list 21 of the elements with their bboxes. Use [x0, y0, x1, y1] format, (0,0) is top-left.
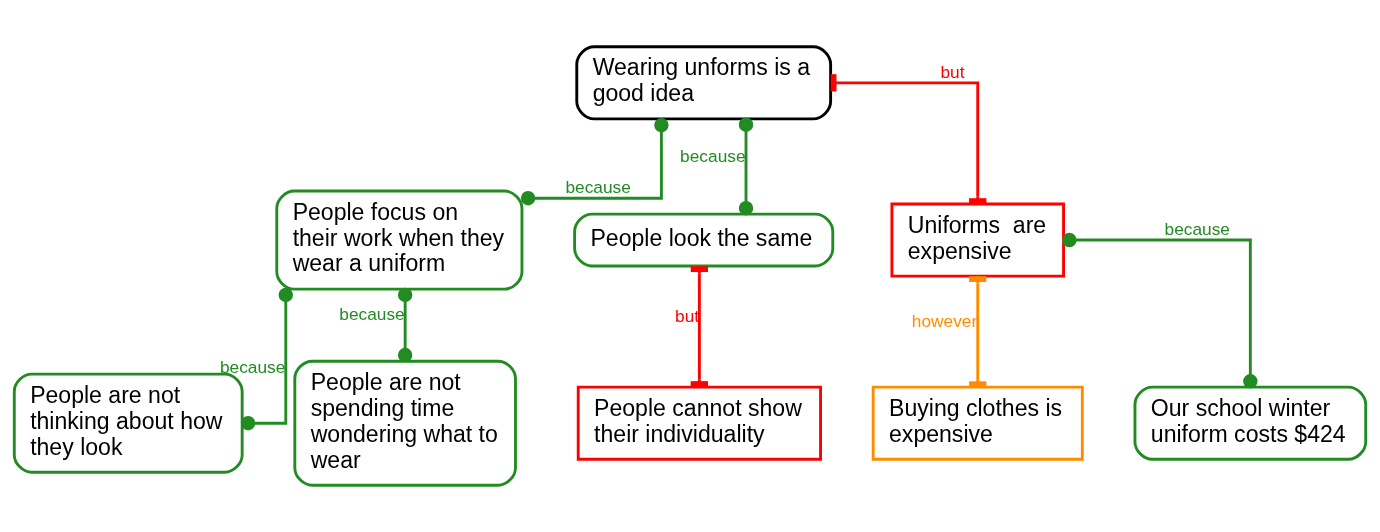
connector: [1062, 232, 1258, 389]
node-box: Our school winter uniform costs $424: [1133, 385, 1368, 461]
edge-label: because: [680, 145, 746, 166]
connector: [969, 276, 987, 388]
edge-label: but: [940, 61, 965, 82]
node-box: People look the same: [573, 212, 835, 268]
node-box: Wearing unforms is a good idea: [575, 45, 833, 121]
edge-label: but: [675, 305, 700, 326]
connector: [738, 117, 754, 216]
node-box: People focus on their work when they wear a uniform: [275, 189, 524, 291]
node-box: People are not thinking about how they look: [12, 372, 244, 474]
node-box: Uniforms are expensive: [890, 202, 1065, 278]
node-box: Buying clothes is expensive: [871, 385, 1084, 461]
connector: [397, 287, 413, 363]
edge-label: because: [565, 177, 631, 198]
connector: [690, 266, 709, 387]
connector: [520, 117, 669, 206]
node-box: People are not spending time wondering what to wear: [293, 359, 517, 487]
edge-label: because: [339, 304, 405, 325]
edge-label: because: [1164, 219, 1231, 240]
node-box: People cannot show their individuality: [576, 385, 822, 461]
